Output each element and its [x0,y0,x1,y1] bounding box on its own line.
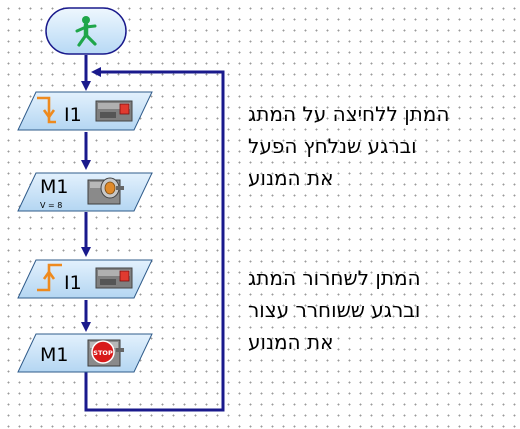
push-button-switch-icon [95,267,133,289]
step-1-label: I1 [64,104,82,126]
step-4-label: M1 [40,344,68,366]
connector-loop-back [84,67,225,412]
note-step-3-4: המתן לשחרור המתג וברגע ששוחרר עצור את המ… [248,262,488,358]
step-3-label: I1 [64,272,82,294]
note-line: המתן ללחיצה על המתג [248,102,450,126]
start-block[interactable] [45,7,127,55]
note-line: את המנוע [248,166,334,190]
note-line: וברגע שנלחץ הפעל [248,134,417,158]
motor-stop-icon: STOP [87,339,124,367]
rising-edge-icon [37,263,62,292]
step-2-label: M1 [40,176,68,198]
falling-edge-icon [37,96,56,124]
note-line: את המנוע [248,330,334,354]
step-wait-input-2[interactable]: I1 [17,259,153,299]
note-step-1-2: המתן ללחיצה על המתג וברגע שנלחץ הפעל את … [248,98,488,194]
stop-sign-text: STOP [93,349,113,357]
motor-icon [87,177,124,205]
note-line: המתן לשחרור המתג [248,266,421,290]
flow-connectors [81,55,225,412]
note-line: וברגע ששוחרר עצור [248,298,421,322]
step-2-speed: V = 8 [40,201,62,210]
green-walking-figure-icon [75,16,97,47]
step-motor-stop[interactable]: M1 STOP [17,333,153,373]
push-button-switch-icon [95,100,133,122]
step-wait-input-1[interactable]: I1 [17,91,153,131]
step-motor-on[interactable]: M1 V = 8 [17,172,153,212]
